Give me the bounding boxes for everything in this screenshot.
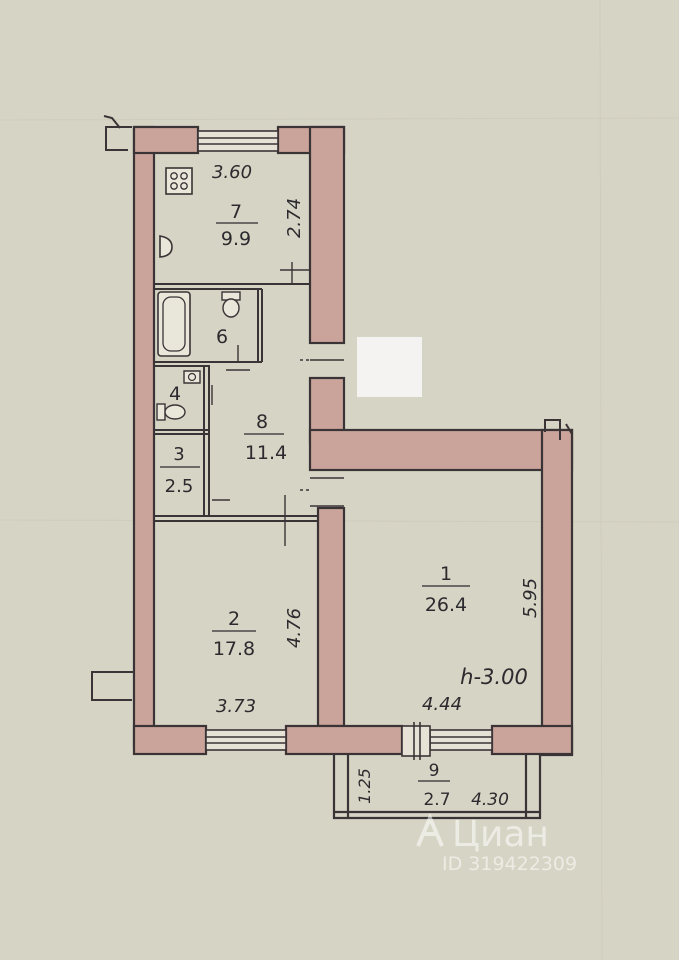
room-3-label: 3 2.5	[160, 444, 200, 497]
svg-text:9: 9	[429, 761, 440, 781]
svg-text:6: 6	[216, 326, 228, 348]
svg-text:Циан: Циан	[452, 814, 549, 855]
toilet-icon	[221, 291, 241, 318]
svg-text:4: 4	[169, 383, 181, 405]
svg-text:8: 8	[256, 411, 268, 433]
dim-room2-width: 3.73	[216, 696, 256, 717]
svg-text:2.5: 2.5	[165, 476, 194, 497]
svg-text:3: 3	[173, 444, 184, 465]
room-6-label: 6	[216, 326, 228, 348]
dim-room1-depth: 5.95	[520, 578, 541, 618]
redaction-patch	[357, 337, 422, 397]
svg-text:2: 2	[228, 608, 240, 630]
room-2-label: 2 17.8	[212, 608, 256, 660]
bathtub-icon	[157, 291, 191, 357]
walls	[132, 125, 574, 757]
dim-room1-width: 4.44	[422, 694, 462, 715]
svg-text:11.4: 11.4	[245, 442, 287, 464]
windows	[197, 130, 493, 760]
kitchen-sink-icon	[159, 235, 173, 258]
room-7-label: 7 9.9	[216, 201, 258, 250]
balcony	[332, 754, 542, 820]
svg-text:ID 319422309: ID 319422309	[442, 853, 577, 875]
dim-room2-depth: 4.76	[284, 608, 305, 648]
dim-room7-depth: 2.74	[284, 198, 305, 238]
wc-toilet-icon	[156, 403, 186, 421]
stove-icon	[165, 167, 193, 195]
room-9-label: 9 2.7	[418, 761, 451, 810]
partitions	[154, 262, 318, 546]
svg-text:17.8: 17.8	[213, 638, 255, 660]
dim-balcony-depth: 1.25	[355, 768, 374, 804]
dim-balcony-width: 4.30	[471, 790, 509, 810]
room-4-label: 4	[169, 383, 181, 405]
svg-text:2.7: 2.7	[423, 790, 450, 810]
room-8-label: 8 11.4	[244, 411, 287, 464]
cian-logo-icon	[416, 812, 444, 847]
svg-text:1: 1	[440, 563, 452, 585]
neighbour-wall-stubs	[91, 115, 573, 701]
room-1-label: 1 26.4	[422, 563, 470, 616]
dim-room7-width: 3.60	[212, 162, 252, 183]
svg-text:26.4: 26.4	[425, 594, 467, 616]
cian-watermark: Циан ID 319422309	[416, 812, 577, 875]
svg-text:9.9: 9.9	[221, 228, 251, 250]
washbasin-icon	[183, 370, 201, 384]
doorways	[300, 342, 344, 507]
svg-text:7: 7	[230, 201, 242, 223]
ceiling-height-note: h-3.00	[460, 665, 528, 689]
